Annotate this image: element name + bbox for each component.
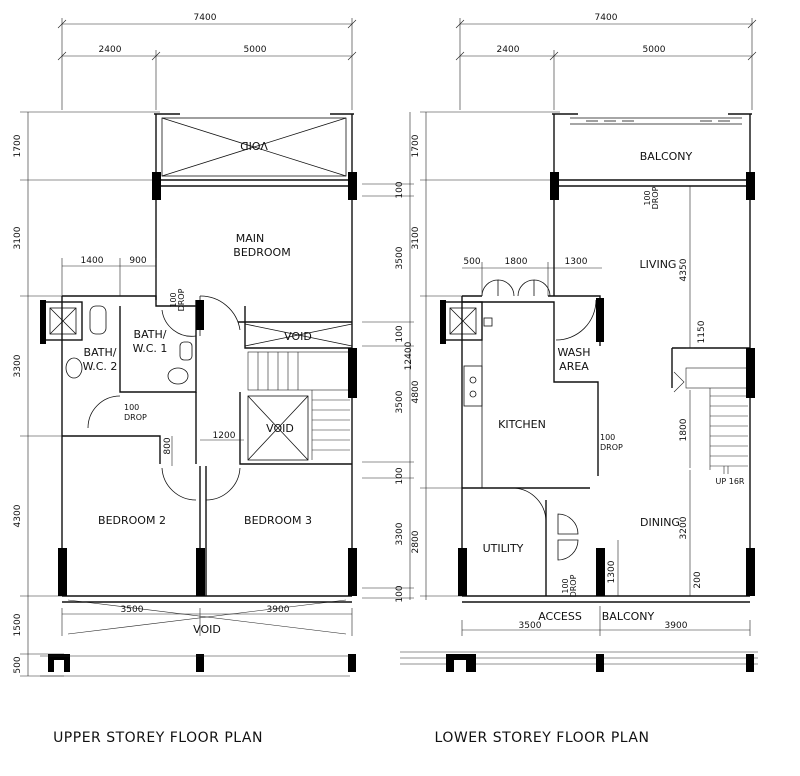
lower-kitchen-fittings xyxy=(463,302,483,488)
upper-storey-plan: 7400 2400 5000 1700 3100 3300 4300 1500 … xyxy=(13,13,414,746)
upper-dim-bottom-right: 3900 xyxy=(267,605,290,615)
lower-dim-stair: 1150 xyxy=(697,320,707,343)
upper-drop-num-2: 100 xyxy=(124,403,139,412)
upper-inner-dimensions xyxy=(40,258,353,677)
upper-main-bedroom-line2: BEDROOM xyxy=(233,246,290,259)
lower-dim-left-2: 3100 xyxy=(411,226,421,249)
upper-dim-right-4: 3500 xyxy=(395,390,405,413)
lower-caption: LOWER STOREY FLOOR PLAN xyxy=(435,730,650,746)
lower-drop-word-2: DROP xyxy=(600,443,623,452)
lower-dim-left-4: 2800 xyxy=(411,530,421,553)
lower-column-notch xyxy=(454,660,466,672)
upper-right-dimensions xyxy=(362,112,414,600)
lower-doors xyxy=(481,279,597,561)
lower-dim-inner-b: 1800 xyxy=(505,257,528,267)
upper-dim-right-6: 3300 xyxy=(395,522,405,545)
lower-dim-util: 1300 xyxy=(607,560,617,583)
upper-void-mid xyxy=(244,323,353,347)
lower-access-balcony-label: BALCONY xyxy=(602,610,655,623)
lower-drop-num-1: 100 xyxy=(643,190,652,205)
lower-dim-total: 12400 xyxy=(404,341,414,370)
upper-stair-void-label: VOID xyxy=(266,422,294,435)
upper-dim-left-6: 500 xyxy=(13,656,23,673)
lower-top-dimensions xyxy=(455,18,757,110)
upper-caption: UPPER STOREY FLOOR PLAN xyxy=(53,730,263,746)
upper-dim-top-left: 2400 xyxy=(99,45,122,55)
lower-staircase xyxy=(673,367,749,474)
upper-drop-word-1: DROP xyxy=(177,288,186,311)
upper-dim-top-right: 5000 xyxy=(244,45,267,55)
upper-column-notch xyxy=(54,660,64,672)
upper-main-bedroom-line1: MAIN xyxy=(236,232,265,245)
lower-storey-plan: 7400 2400 5000 1700 3100 4800 2800 12400 xyxy=(400,13,758,746)
upper-drop-num-1: 100 xyxy=(169,292,178,307)
upper-bath2-line2: W.C. 2 xyxy=(83,360,118,373)
lower-walls xyxy=(461,113,752,603)
lower-dim-top-left: 2400 xyxy=(497,45,520,55)
upper-dim-left-1: 1700 xyxy=(13,134,23,157)
lower-dim-bottom-right: 3900 xyxy=(665,621,688,631)
lower-dim-drop-h: 200 xyxy=(693,571,703,588)
upper-void-mid-label: VOID xyxy=(284,330,312,343)
upper-dim-right-1: 100 xyxy=(395,181,405,198)
upper-bath1-line2: W.C. 1 xyxy=(133,342,168,355)
upper-fixtures xyxy=(65,305,193,385)
lower-wash-line2: AREA xyxy=(559,360,589,373)
lower-dim-living: 4350 xyxy=(679,258,689,281)
lower-drop-num-2: 100 xyxy=(600,433,615,442)
lower-dim-stair2: 1800 xyxy=(679,418,689,441)
lower-dim-bottom-left: 3500 xyxy=(519,621,542,631)
lower-dim-top-right: 5000 xyxy=(643,45,666,55)
upper-dim-left-5: 1500 xyxy=(13,613,23,636)
upper-dim-inner-b: 900 xyxy=(129,256,146,266)
upper-bedroom3-label: BEDROOM 3 xyxy=(244,514,312,527)
lower-drop-word-1: DROP xyxy=(651,186,660,209)
upper-dim-inner-c: 1200 xyxy=(213,431,236,441)
lower-wash-line1: WASH xyxy=(557,346,590,359)
upper-dim-left-2: 3100 xyxy=(13,226,23,249)
lower-access-label: ACCESS xyxy=(538,610,582,623)
upper-void-top xyxy=(161,117,347,177)
upper-stair-void xyxy=(247,395,309,461)
lower-living-label: LIVING xyxy=(640,258,677,271)
lower-dim-dining: 3200 xyxy=(679,516,689,539)
lower-balcony-railing xyxy=(570,117,742,125)
upper-doors xyxy=(87,295,241,501)
upper-left-dimensions xyxy=(20,111,160,677)
upper-dim-left-4: 4300 xyxy=(13,504,23,527)
upper-bedroom2-label: BEDROOM 2 xyxy=(98,514,166,527)
upper-dim-left-3: 3300 xyxy=(13,354,23,377)
upper-bath2-line1: BATH/ xyxy=(84,346,117,359)
upper-columns xyxy=(40,172,357,672)
lower-dim-inner-a: 500 xyxy=(463,257,480,267)
upper-dim-right-7: 100 xyxy=(395,585,405,602)
lower-drop-word-3: DROP xyxy=(569,574,578,597)
upper-void-top-label: VOID xyxy=(240,139,268,152)
lower-dining-label: DINING xyxy=(640,516,680,529)
upper-top-dimensions xyxy=(57,18,357,110)
lower-dim-overall: 7400 xyxy=(595,13,618,23)
upper-dim-inner-a: 1400 xyxy=(81,256,104,266)
upper-drop-word-2: DROP xyxy=(124,413,147,422)
upper-bath1-line1: BATH/ xyxy=(134,328,167,341)
lower-utility-label: UTILITY xyxy=(483,542,524,555)
upper-dim-right-2: 3500 xyxy=(395,246,405,269)
upper-dim-bottom-left: 3500 xyxy=(121,605,144,615)
upper-dim-inner-d: 800 xyxy=(163,437,173,454)
upper-dim-right-3: 100 xyxy=(395,325,405,342)
lower-drop-num-3: 100 xyxy=(561,578,570,593)
lower-left-dimensions xyxy=(420,111,560,600)
upper-dim-right-5: 100 xyxy=(395,467,405,484)
lower-balcony-label: BALCONY xyxy=(640,150,693,163)
lower-stair-up-label: UP 16R xyxy=(716,477,745,486)
lower-shaft-cross xyxy=(449,307,493,335)
lower-kitchen-label: KITCHEN xyxy=(498,418,546,431)
upper-shaft-cross xyxy=(49,307,77,335)
lower-dim-left-3: 4800 xyxy=(411,380,421,403)
lower-dim-inner-c: 1300 xyxy=(565,257,588,267)
upper-void-bottom-label: VOID xyxy=(193,623,221,636)
lower-dim-left-1: 1700 xyxy=(411,134,421,157)
upper-dim-overall: 7400 xyxy=(194,13,217,23)
